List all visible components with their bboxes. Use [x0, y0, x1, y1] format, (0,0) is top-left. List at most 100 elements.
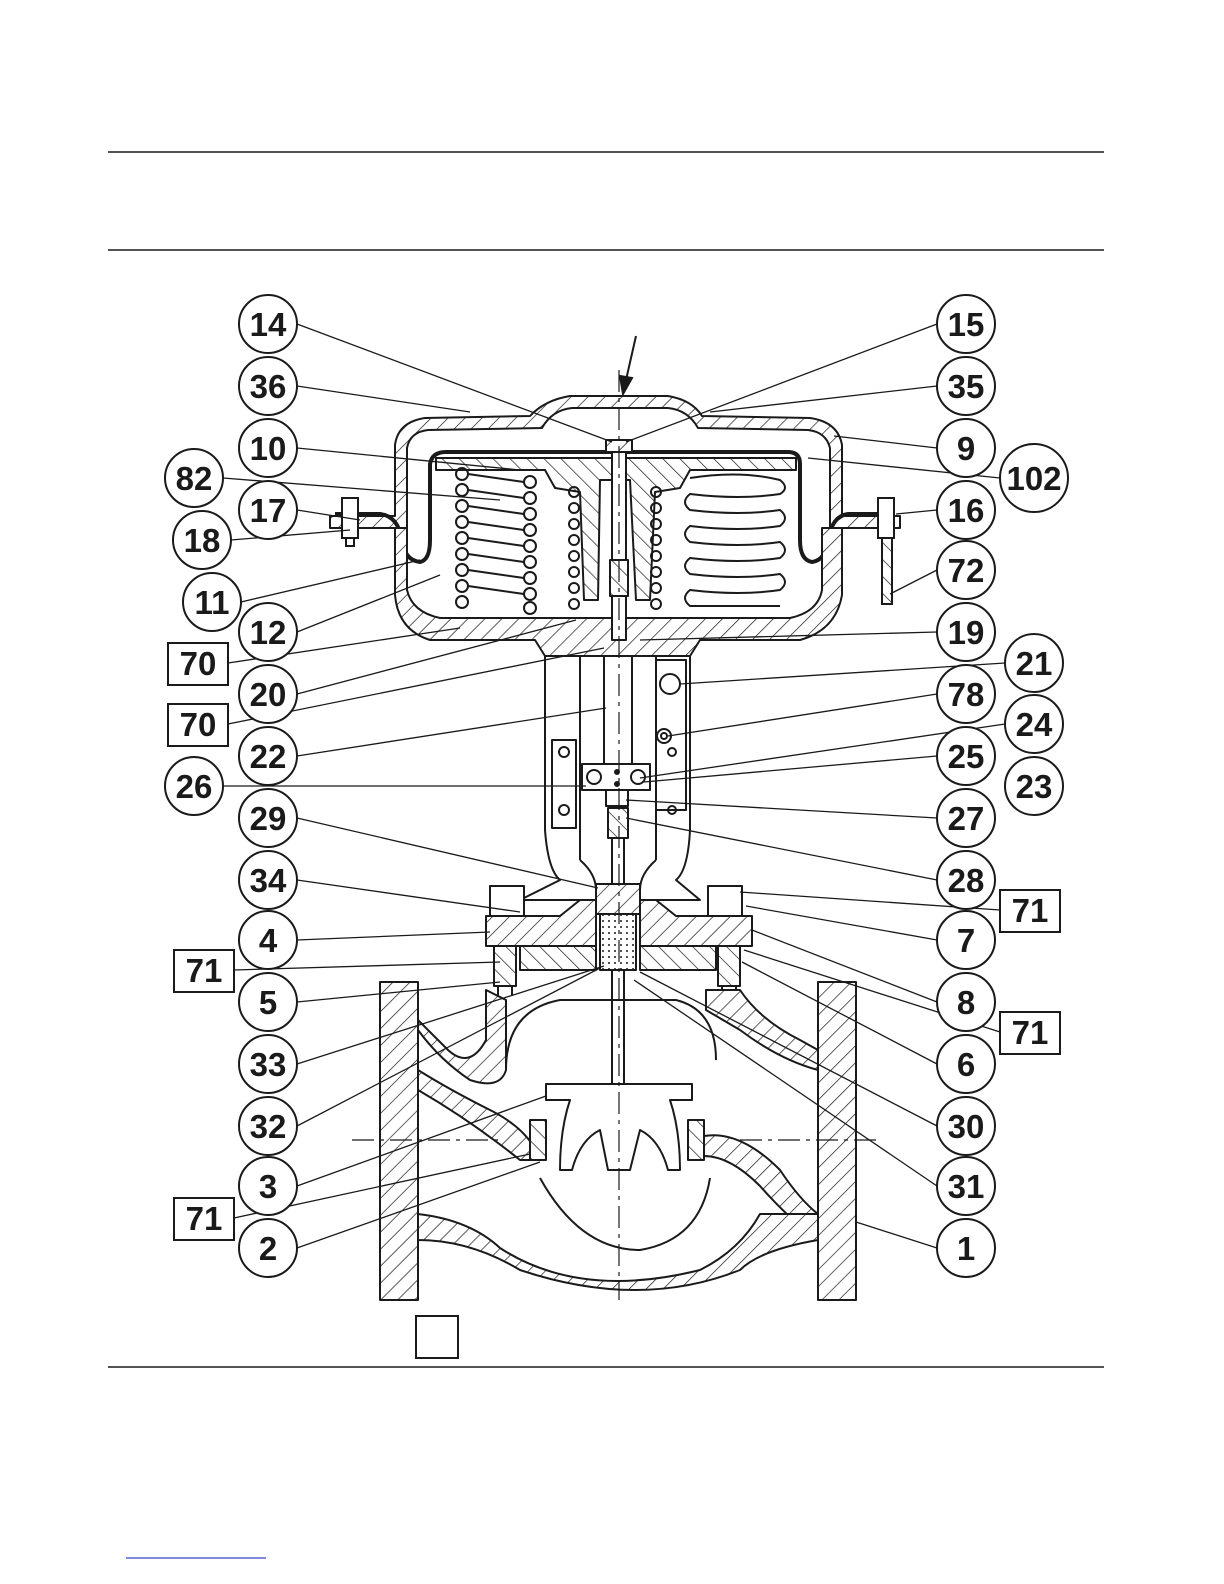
callout-left-12: 12	[239, 603, 297, 661]
callout-right-35: 35	[937, 357, 995, 415]
callout-label: 71	[186, 1200, 223, 1237]
stem-connector-lower	[606, 790, 628, 806]
callout-left-70: 70	[168, 704, 228, 746]
callout-left-5: 5	[239, 973, 297, 1031]
callout-left-22: 22	[239, 727, 297, 785]
callout-right-71: 71	[1000, 1012, 1060, 1054]
leader-right-9	[834, 436, 937, 448]
callout-label: 12	[250, 614, 287, 651]
callout-label: 18	[184, 522, 221, 559]
callout-left-17: 17	[239, 481, 297, 539]
yoke-screw-1	[559, 747, 569, 757]
callout-label: 24	[1016, 706, 1053, 743]
callout-left-32: 32	[239, 1097, 297, 1155]
callout-right-24: 24	[1005, 695, 1063, 753]
callout-right-71: 71	[1000, 890, 1060, 932]
packing-follower	[596, 884, 640, 914]
callout-right-78: 78	[937, 665, 995, 723]
callout-label: 7	[957, 922, 975, 959]
callout-label: 4	[259, 922, 278, 959]
connector-dot-2	[615, 782, 619, 786]
callout-right-16: 16	[937, 481, 995, 539]
valve-body-right-flange	[818, 982, 856, 1300]
callout-label: 2	[259, 1230, 277, 1267]
callout-label: 17	[250, 492, 287, 529]
yoke-screw-2	[559, 805, 569, 815]
leader-right-28	[626, 818, 937, 880]
callout-right-31: 31	[937, 1157, 995, 1215]
callout-right-6: 6	[937, 1035, 995, 1093]
callout-right-28: 28	[937, 851, 995, 909]
spring-left-outer	[456, 468, 536, 614]
callout-label: 30	[948, 1108, 985, 1145]
callout-label: 102	[1006, 460, 1061, 497]
valve-body-upper-left	[418, 990, 506, 1083]
valve-body-lower-left	[418, 1070, 540, 1160]
spring-right	[685, 474, 785, 606]
callout-label: 78	[948, 676, 985, 713]
callout-left-36: 36	[239, 357, 297, 415]
yoke-screw-3	[668, 748, 676, 756]
travel-indicator-21	[660, 674, 680, 694]
leader-right-1	[856, 1222, 937, 1248]
callout-left-18: 18	[173, 511, 231, 569]
callout-label: 36	[250, 368, 287, 405]
callout-left-82: 82	[165, 449, 223, 507]
callout-label: 5	[259, 984, 277, 1021]
callout-label: 71	[1012, 892, 1049, 929]
callout-label: 11	[195, 584, 230, 621]
leader-left-33	[297, 966, 604, 1064]
callout-right-8: 8	[937, 973, 995, 1031]
callout-label: 10	[250, 430, 287, 467]
callout-right-23: 23	[1005, 757, 1063, 815]
callout-label: 26	[176, 768, 213, 805]
callout-label: 21	[1016, 645, 1053, 682]
leader-left-34	[297, 880, 520, 912]
callout-label: 6	[957, 1046, 975, 1083]
leader-right-72	[890, 570, 937, 594]
callout-label: 71	[1012, 1014, 1049, 1051]
callout-right-9: 9	[937, 419, 995, 477]
callout-right-72: 72	[937, 541, 995, 599]
callout-right-21: 21	[1005, 634, 1063, 692]
valve-drawing	[330, 396, 900, 1300]
callout-label: 28	[948, 862, 985, 899]
callout-label: 29	[250, 800, 287, 837]
callout-right-19: 19	[937, 603, 995, 661]
callout-left-11: 11	[183, 573, 241, 631]
leader-right-16	[896, 510, 937, 514]
callout-label: 22	[250, 738, 287, 775]
callout-label: 15	[948, 306, 985, 343]
callout-label: 31	[948, 1168, 985, 1205]
callout-left-3: 3	[239, 1157, 297, 1215]
callout-left-26: 26	[165, 757, 223, 815]
callout-label: 35	[948, 368, 985, 405]
callout-label: 71	[186, 952, 223, 989]
callout-label: 3	[259, 1168, 277, 1205]
valve-body-upper-right	[706, 990, 818, 1070]
seat-ring-left	[530, 1120, 546, 1160]
callout-right-7: 7	[937, 911, 995, 969]
lock-nut-28	[608, 808, 628, 838]
callout-left-29: 29	[239, 789, 297, 847]
callout-label: 72	[948, 552, 985, 589]
callout-label: 14	[250, 306, 287, 343]
callout-label: 25	[948, 738, 985, 775]
callout-label: 19	[948, 614, 985, 651]
actuator-bolt-right	[878, 498, 894, 604]
screw-78-inner	[661, 733, 667, 739]
callout-label: 82	[176, 460, 213, 497]
legend-box	[416, 1316, 458, 1358]
callout-left-71: 71	[174, 1198, 234, 1240]
air-supply-arrow-icon	[620, 336, 636, 394]
leader-right-30	[640, 972, 937, 1126]
callout-label: 34	[250, 862, 287, 899]
leader-right-25	[644, 756, 937, 782]
leader-right-7	[746, 906, 937, 940]
callout-right-30: 30	[937, 1097, 995, 1155]
callout-left-10: 10	[239, 419, 297, 477]
valve-body-left-flange	[380, 982, 418, 1300]
stem-connector-upper	[604, 656, 632, 766]
